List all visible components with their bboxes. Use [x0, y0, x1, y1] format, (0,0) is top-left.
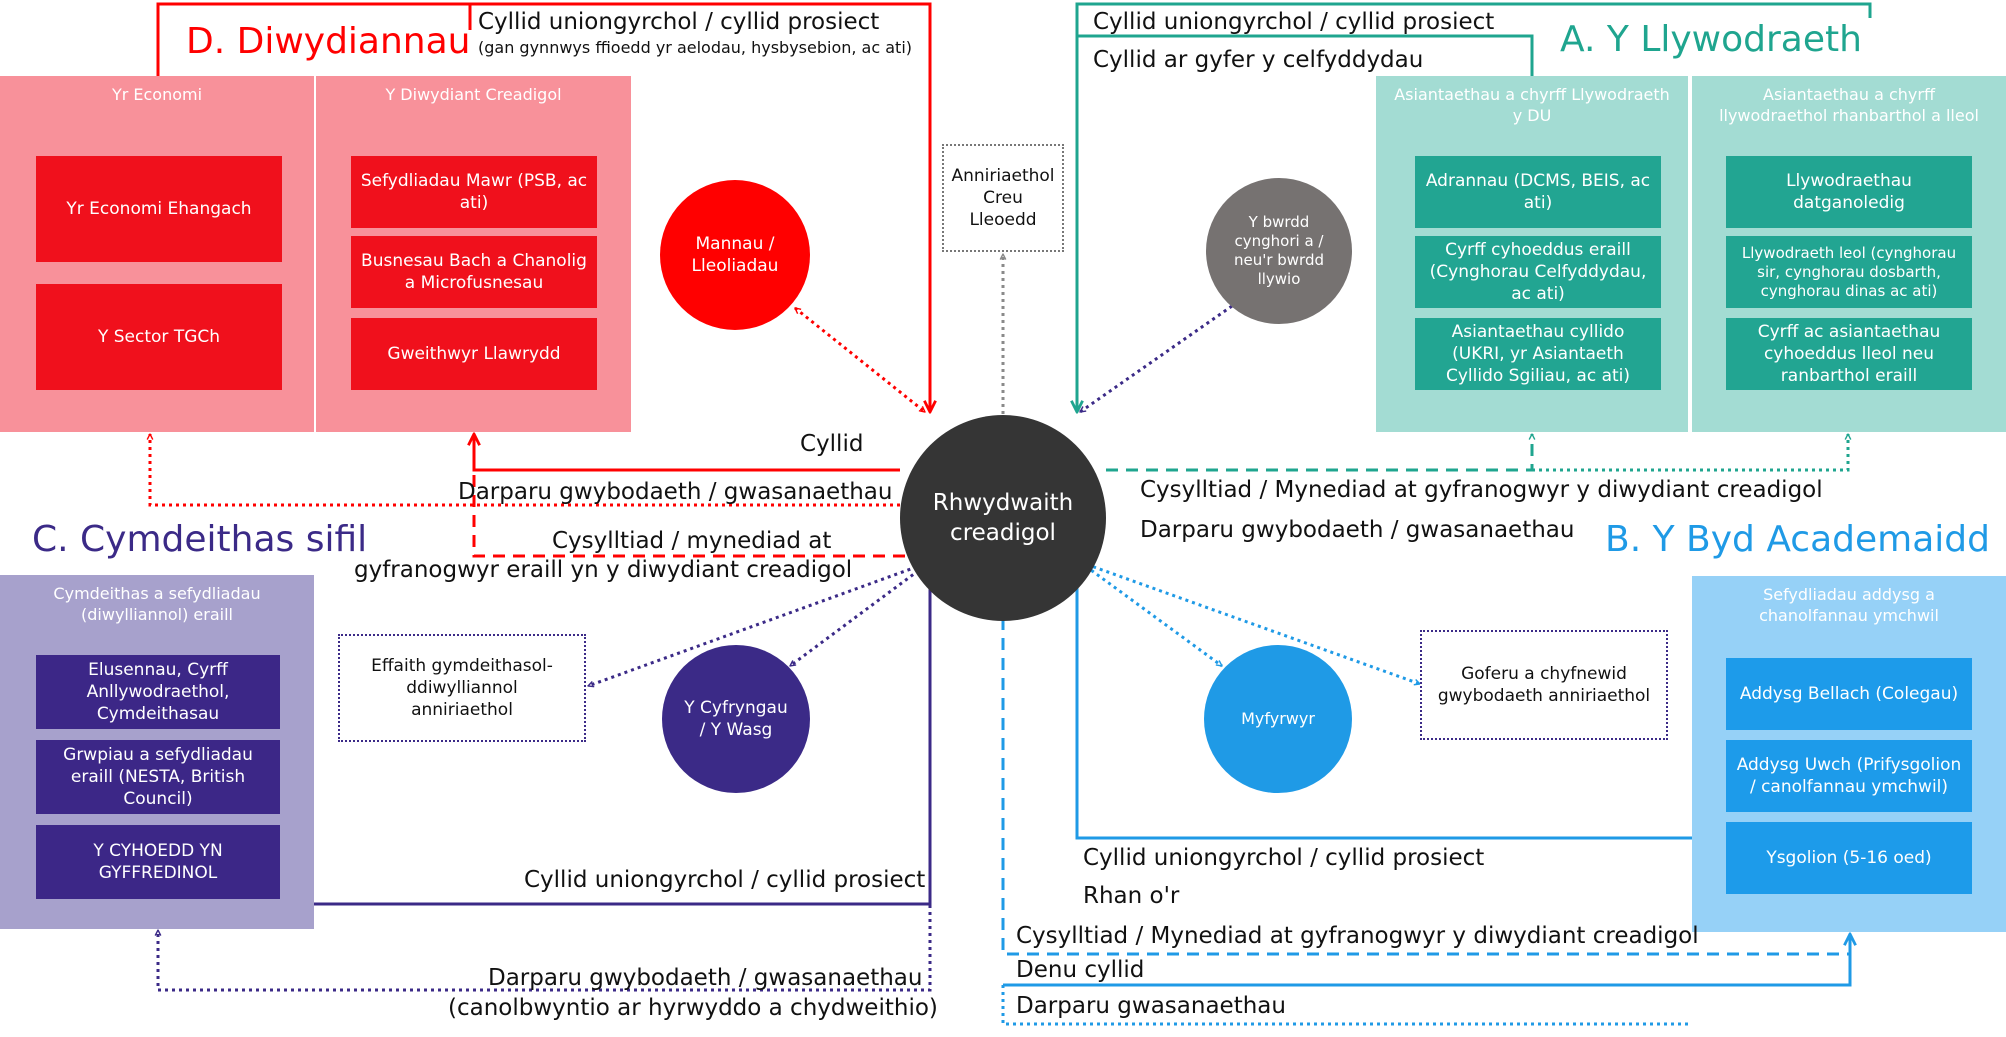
connector-6 — [795, 306, 925, 414]
box-busnesau-bach: Busnesau Bach a Chanolig a Microfusnesau — [351, 236, 597, 308]
box-asiantaethau-cyllido: Asiantaethau cyllido (UKRI, yr Asiantaet… — [1415, 318, 1661, 390]
box-cyrff-cyhoeddus: Cyrff cyhoeddus eraill (Cynghorau Celfyd… — [1415, 236, 1661, 308]
box-addysg-uwch: Addysg Uwch (Prifysgolion / canolfannau … — [1726, 740, 1972, 812]
heading-diwydiannau: D. Diwydiannau — [186, 21, 471, 62]
heading-cymdeithas-sifil: C. Cymdeithas sifil — [32, 519, 368, 560]
label-b-darparu: Darparu gwasanaethau — [1016, 993, 1286, 1019]
heading-byd-academaidd: B. Y Byd Academaidd — [1605, 519, 1990, 560]
connector-8 — [1077, 34, 1534, 412]
label-c-cyllid: Cyllid uniongyrchol / cyllid prosiect — [524, 867, 926, 893]
connector-15 — [588, 560, 931, 686]
connector-9 — [1106, 434, 1532, 472]
connector-1 — [156, 2, 930, 412]
label-rhan: Rhan o'r — [1083, 883, 1180, 909]
box-sefydliadau-mawr: Sefydliadau Mawr (PSB, ac ati) — [351, 156, 597, 228]
box-elusennau: Elusennau, Cyrff Anllywodraethol, Cymdei… — [36, 655, 280, 729]
box-sector-tgch: Y Sector TGCh — [36, 284, 282, 390]
panel-llywodraeth-dy-title: Asiantaethau a chyrff Llywodraeth y DU — [1394, 85, 1670, 125]
connector-21 — [1080, 560, 1222, 668]
circle-mannau: Mannau / Lleoliadau — [660, 180, 810, 330]
label-a-cysylltiad: Cysylltiad / Mynediad at gyfranogwyr y d… — [1140, 477, 1823, 503]
connector-11 — [1080, 304, 1233, 414]
label-b-cysylltiad: Cysylltiad / Mynediad at gyfranogwyr y d… — [1016, 923, 1699, 949]
hub-circle: Rhwydwaith creadigol — [900, 415, 1106, 621]
box-cyhoedd: Y CYHOEDD YN GYFFREDINOL — [36, 825, 280, 899]
connector-20 — [1001, 985, 1692, 1026]
label-a-cyllid-uniongyrchol: Cyllid uniongyrchol / cyllid prosiect — [1093, 9, 1495, 35]
panel-economi-title: Yr Economi — [111, 85, 203, 104]
panel-llywodraeth-rhanbarthol-title: Asiantaethau a chyrff llywodraethol rhan… — [1719, 85, 1979, 125]
label-c-darparu: Darparu gwybodaeth / gwasanaethau — [488, 965, 923, 991]
connector-10 — [1532, 434, 1848, 472]
label-d-darparu: Darparu gwybodaeth / gwasanaethau — [458, 479, 893, 505]
box-economi-ehangach: Yr Economi Ehangach — [36, 156, 282, 262]
panel-cymdeithas-title: Cymdeithas a sefydliadau (diwylliannol) … — [53, 584, 261, 624]
panel-diwydiant-creadigol-title: Y Diwydiant Creadigol — [385, 85, 562, 104]
label-cysylltiad-left-1: Cysylltiad / mynediad at — [552, 528, 832, 554]
heading-llywodraeth: A. Y Llywodraeth — [1560, 19, 1862, 60]
box-cyrff-lleol: Cyrff ac asiantaethau cyhoeddus lleol ne… — [1726, 318, 1972, 390]
box-addysg-bellach: Addysg Bellach (Colegau) — [1726, 658, 1972, 730]
box-gweithwyr-llawrydd: Gweithwyr Llawrydd — [351, 318, 597, 390]
label-a-darparu: Darparu gwybodaeth / gwasanaethau — [1140, 517, 1575, 543]
label-denu: Denu cyllid — [1016, 957, 1145, 983]
panel-addysg: Sefydliadau addysg a chanolfannau ymchwi… — [1692, 576, 2006, 932]
note-creu-lleoedd: Anniriaethol Creu Lleoedd — [942, 144, 1064, 252]
box-adrannau: Adrannau (DCMS, BEIS, ac ati) — [1415, 156, 1661, 228]
panel-cymdeithas: Cymdeithas a sefydliadau (diwylliannol) … — [0, 575, 314, 929]
label-c-darparu-note: (canolbwyntio ar hyrwyddo a chydweithio) — [448, 995, 938, 1021]
label-d-cyllid-uniongyrchol: Cyllid uniongyrchol / cyllid prosiect — [478, 9, 880, 35]
panel-addysg-title: Sefydliadau addysg a chanolfannau ymchwi… — [1759, 585, 1939, 625]
label-cyllid: Cyllid — [800, 431, 864, 457]
box-grwpiau: Grwpiau a sefydliadau eraill (NESTA, Bri… — [36, 740, 280, 814]
label-a-cyllid-celfyddydau: Cyllid ar gyfer y celfyddydau — [1093, 47, 1424, 73]
connector-4 — [150, 434, 900, 507]
connector-3 — [474, 434, 900, 472]
box-llywodraeth-leol: Llywodraeth leol (cynghorau sir, cynghor… — [1726, 236, 1972, 308]
connector-16 — [790, 560, 930, 668]
connector-5 — [472, 448, 905, 558]
circle-cyfryngau: Y Cyfryngau / Y Wasg — [662, 645, 810, 793]
note-effaith: Effaith gymdeithasol-ddiwylliannol annir… — [338, 634, 586, 742]
panel-economi: Yr Economi Yr Economi Ehangach Y Sector … — [0, 76, 314, 432]
circle-myfyrwyr: Myfyrwyr — [1204, 645, 1352, 793]
circle-bwrdd: Y bwrdd cynghori a / neu'r bwrdd llywio — [1206, 178, 1352, 324]
connector-19 — [1003, 934, 1850, 987]
note-goferu: Goferu a chyfnewid gwybodaeth anniriaeth… — [1420, 630, 1668, 740]
panel-llywodraeth-rhanbarthol: Asiantaethau a chyrff llywodraethol rhan… — [1692, 76, 2006, 432]
connector-22 — [1079, 560, 1420, 684]
box-ysgolion: Ysgolion (5-16 oed) — [1726, 822, 1972, 894]
label-b-cyllid: Cyllid uniongyrchol / cyllid prosiect — [1083, 845, 1485, 871]
label-cysylltiad-left-2: gyfranogwyr eraill yn y diwydiant creadi… — [354, 557, 853, 583]
connector-14 — [158, 590, 932, 992]
panel-llywodraeth-dy: Asiantaethau a chyrff Llywodraeth y DU A… — [1376, 76, 1688, 432]
panel-diwydiant-creadigol: Y Diwydiant Creadigol Sefydliadau Mawr (… — [316, 76, 631, 432]
label-d-cyllid-note: (gan gynnwys ffioedd yr aelodau, hysbyse… — [478, 38, 913, 57]
connector-17 — [1077, 562, 1692, 840]
box-llywodraethau-datganoledig: Llywodraethau datganoledig — [1726, 156, 1972, 228]
